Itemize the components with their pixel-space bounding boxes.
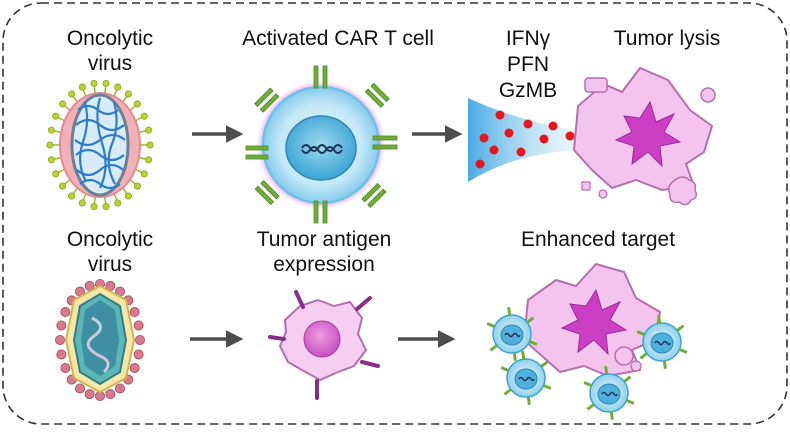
label-expression: expression: [273, 253, 375, 276]
dashed-border: [2, 2, 788, 425]
oncolytic-virus-icon: [46, 79, 154, 211]
label-tumor-antigen: Tumor antigen: [257, 228, 392, 251]
label-enhanced-target: Enhanced target: [521, 228, 675, 251]
label-oncolytic-virus-bottom-2: virus: [88, 253, 132, 276]
label-oncolytic-virus-top-1: Oncolytic: [67, 27, 153, 50]
enhanced-target-icon: [486, 262, 688, 420]
oncolytic-virus-icon-2: [55, 278, 145, 401]
label-tumor-lysis: Tumor lysis: [614, 27, 721, 50]
label-pfn: PFN: [507, 53, 549, 76]
label-gzmb: GzMB: [499, 79, 557, 102]
label-oncolytic-virus-top-2: virus: [88, 52, 132, 75]
label-oncolytic-virus-bottom-1: Oncolytic: [67, 228, 153, 251]
antigen-tumor-cell-icon: [268, 290, 380, 400]
car-t-cell-icon: [245, 65, 398, 224]
tumor-lysis-icon: [572, 66, 716, 206]
label-ifng: IFNγ: [506, 27, 551, 50]
label-car-t-cell: Activated CAR T cell: [242, 27, 434, 50]
